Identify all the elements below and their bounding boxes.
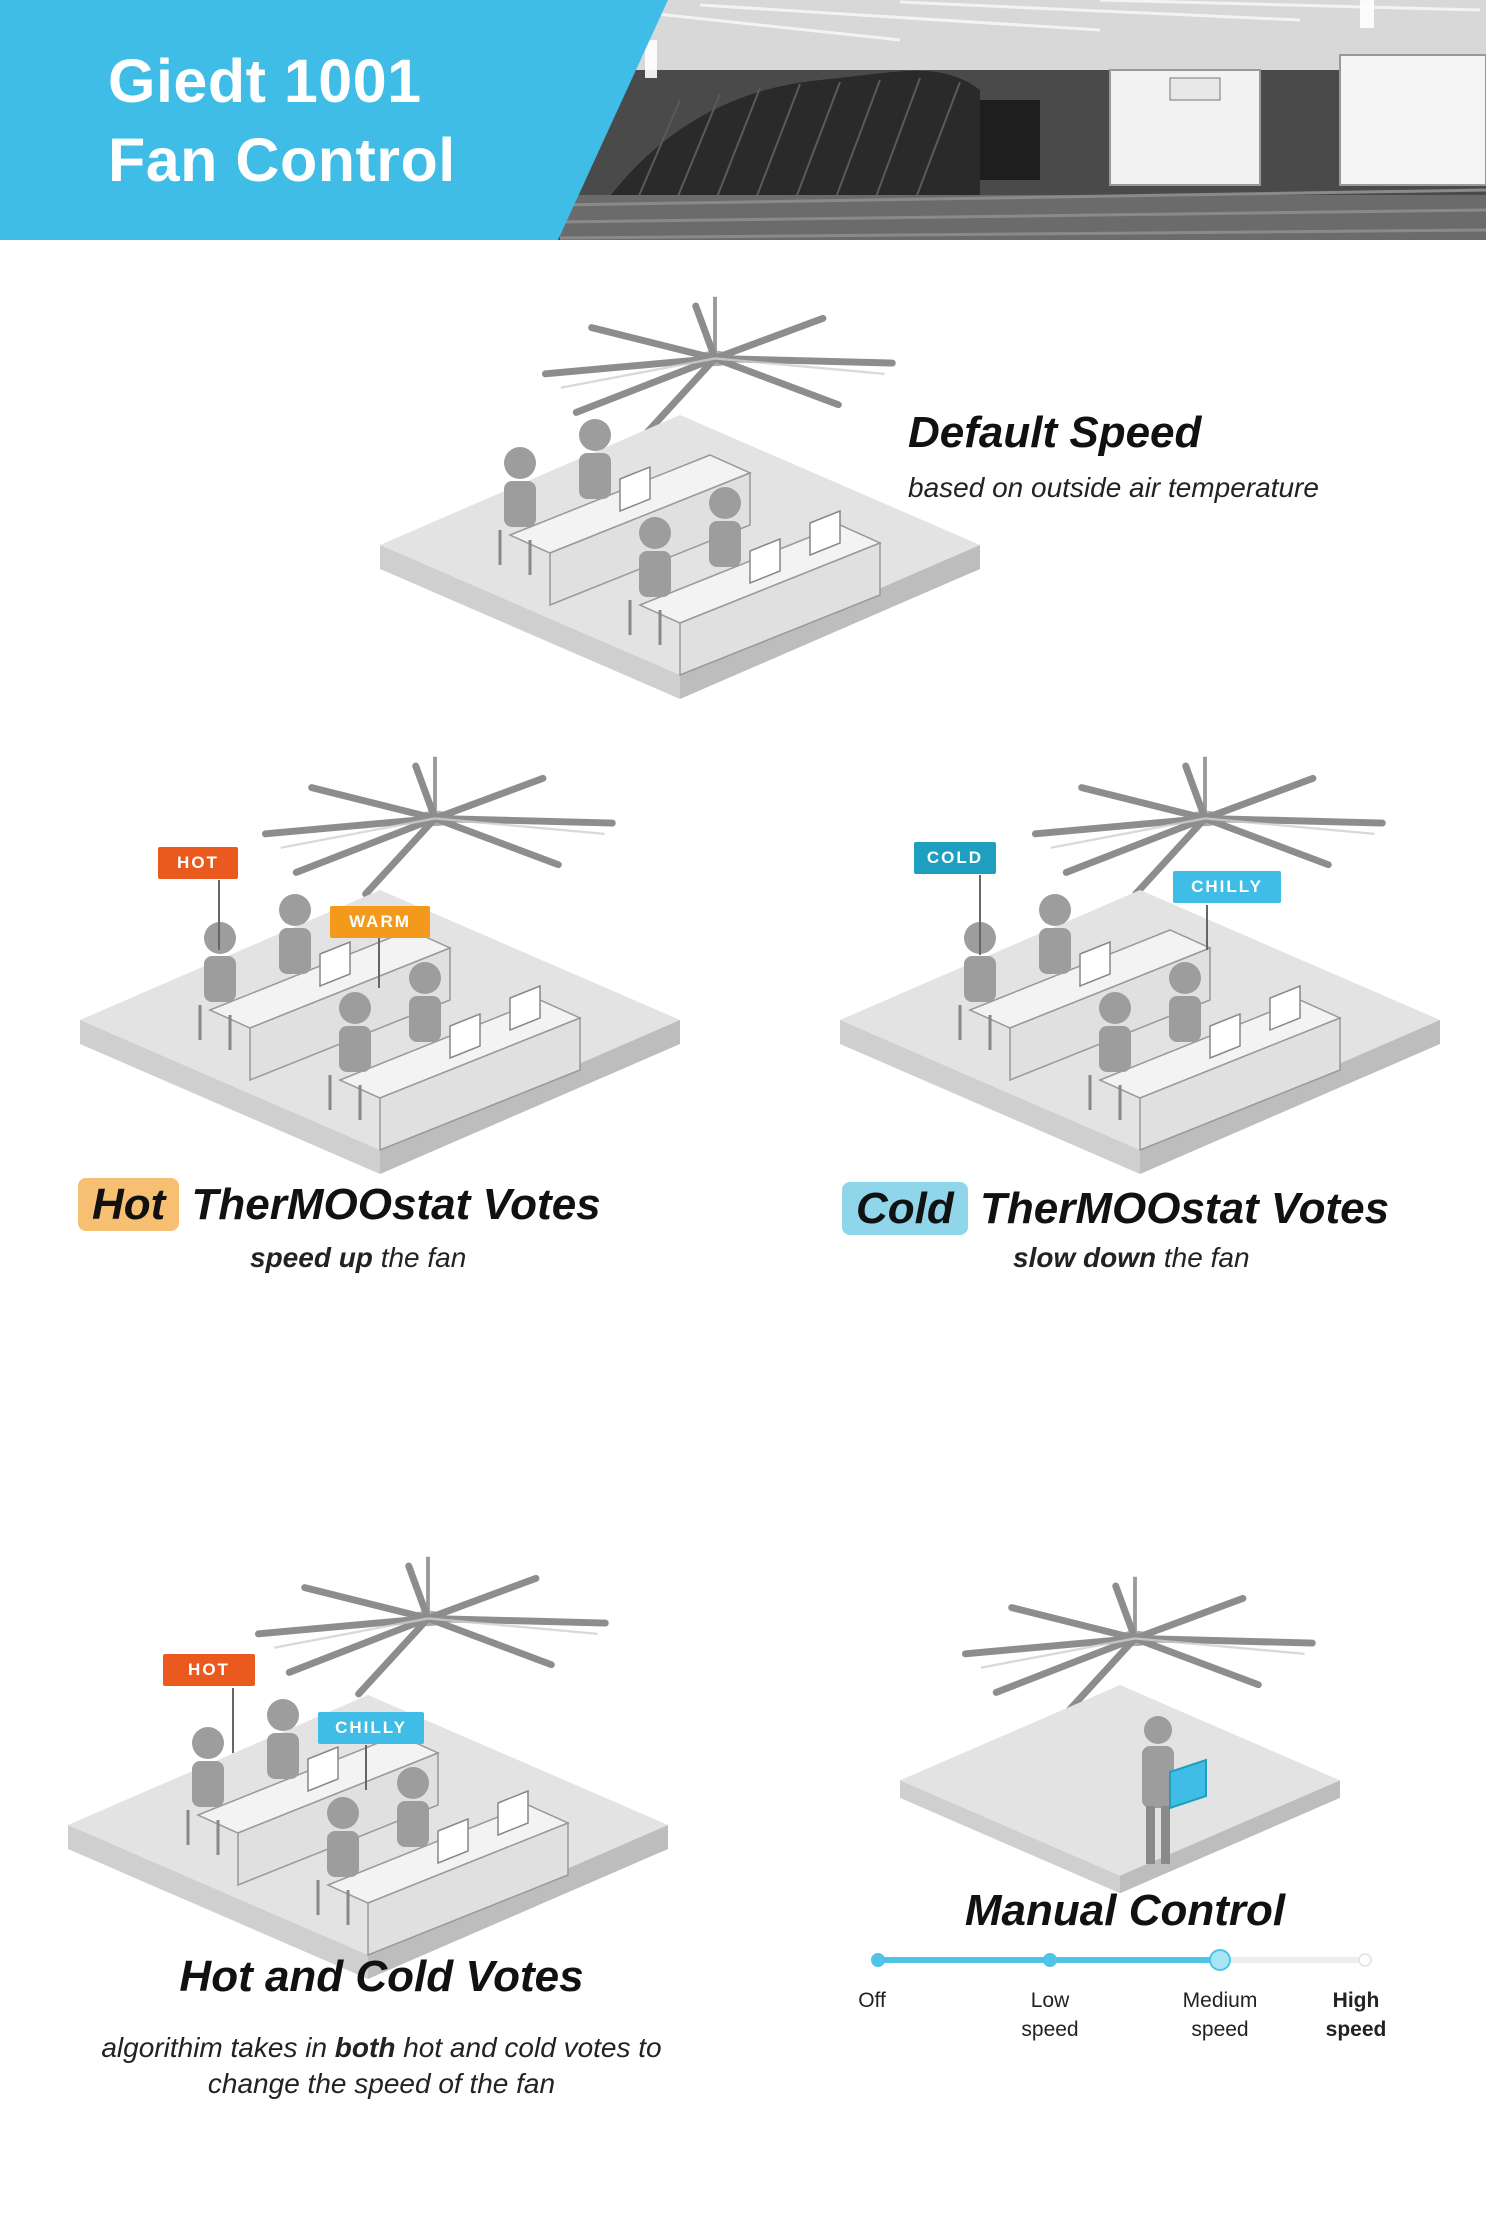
title-banner [0,0,668,240]
default-speed-title: Default Speed [908,408,1202,457]
classroom-platform-icon [840,890,1440,1190]
slider-label[interactable]: Medium speed [1150,1986,1290,2044]
slider-stop-option[interactable] [1358,1953,1372,1967]
hot-votes-title-rest: TherMOOstat Votes [191,1180,601,1229]
manual-control-title: Manual Control [964,1886,1286,1935]
tag-pole [1206,905,1208,950]
slider-label-line-2: speed [1325,2018,1387,2041]
slider-label[interactable]: High speed [1286,1986,1426,2044]
tag-pole [378,938,380,988]
slider-label-line-1: High [1332,1989,1380,2012]
cold-highlight: Cold [842,1182,968,1235]
mixed-votes-subtitle-pre: algorithim takes in [101,2032,328,2063]
hot-votes-title: Hot TherMOOstat Votes [78,1178,601,1231]
page-title-line-2: Fan Control [108,126,456,194]
tag-pole [232,1688,234,1753]
hot-votes-subtitle: speed up the fan [250,1242,466,1274]
cold-votes-illustration [840,755,1440,1195]
slider-stop-option[interactable] [871,1953,885,1967]
hot-highlight: Hot [78,1178,180,1231]
mixed-votes-subtitle-line-2: change the speed of the fan [207,2068,556,2099]
tag-pole [979,875,981,955]
tag-pole [365,1745,367,1790]
slider-label-line-2: speed [1191,2018,1249,2041]
mixed-votes-title: Hot and Cold Votes [179,1952,584,2001]
chilly-vote-tag: CHILLY [1173,871,1281,903]
cold-votes-subtitle-rest: the fan [1163,1242,1250,1273]
hot-votes-subtitle-bold: speed up [250,1242,373,1273]
fan-speed-slider[interactable] [860,1945,1380,1975]
hot-vote-tag: HOT [158,847,238,879]
ceiling-fan-icon [243,1555,613,1705]
mixed-votes-subtitle-line-1: algorithim takes in both hot and cold vo… [0,2032,763,2064]
mixed-votes-subtitle-post: hot and cold votes to [403,2032,662,2063]
slider-stop-option[interactable] [1043,1953,1057,1967]
hot-votes-illustration [80,755,680,1195]
cold-vote-tag: COLD [914,842,996,874]
cold-votes-title-rest: TherMOOstat Votes [980,1184,1390,1233]
cold-votes-title: Cold TherMOOstat Votes [842,1182,1390,1235]
hot-votes-subtitle-rest: the fan [380,1242,467,1273]
slider-label-line-1: Medium [1182,1989,1258,2012]
chilly-vote-tag: CHILLY [318,1712,424,1744]
slider-label[interactable]: Off [802,1986,942,2015]
manual-control-illustration [900,1575,1340,1894]
cold-votes-subtitle: slow down the fan [1013,1242,1250,1274]
hot-vote-tag: HOT [163,1654,255,1686]
classroom-platform-icon [380,415,980,715]
mixed-votes-subtitle-bold: both [334,2032,396,2063]
slider-stop-selected[interactable] [1209,1949,1231,1971]
mixed-votes-illustration [68,1555,668,2005]
slider-label-line-2: speed [1021,2018,1079,2041]
ceiling-fan-icon [250,755,620,905]
platform-icon [900,1685,1340,1894]
slider-label-line-1: Off [858,1989,886,2012]
slider-label[interactable]: Low speed [980,1986,1120,2044]
slider-label-line-1: Low [1030,1989,1070,2012]
tag-pole [218,880,220,950]
cold-votes-subtitle-bold: slow down [1013,1242,1157,1273]
default-speed-illustration [380,295,980,715]
person-with-tablet-icon [1142,1716,1207,1864]
warm-vote-tag: WARM [330,906,430,938]
default-speed-subtitle: based on outside air temperature [908,472,1319,503]
page-title-line-1: Giedt 1001 [108,47,422,115]
